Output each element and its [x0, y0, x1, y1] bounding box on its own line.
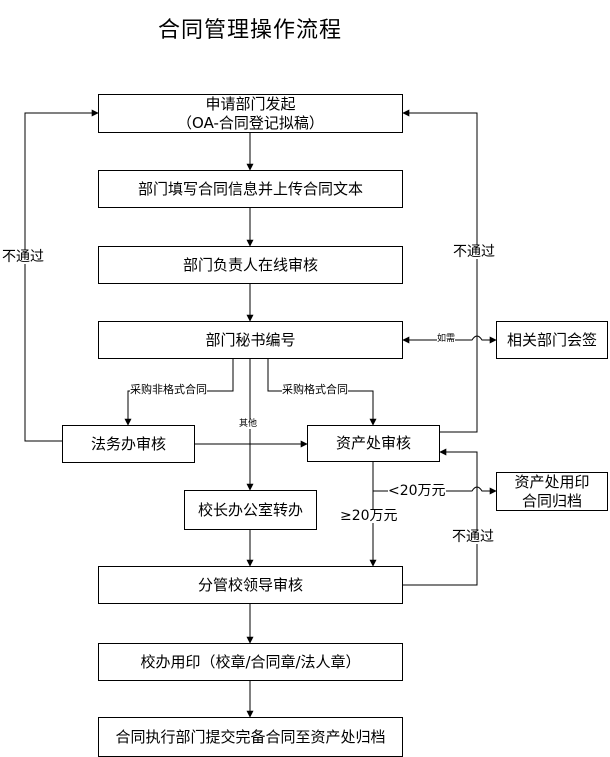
box-apply: 申请部门发起 （OA-合同登记拟稿） [98, 94, 403, 133]
label-less-20: <20万元 [388, 483, 446, 499]
arrow-leader-reject [403, 448, 478, 586]
label-standard: 采购格式合同 [282, 383, 348, 396]
arrow-secretary-related [402, 335, 497, 344]
box-asset-seal: 资产处用印 合同归档 [496, 472, 608, 511]
box-archive: 合同执行部门提交完备合同至资产处归档 [98, 717, 403, 757]
label-not-pass-right-bottom: 不通过 [452, 529, 494, 545]
arrow-asset-to-seal [372, 462, 497, 495]
arrow-legal-reject [24, 109, 99, 442]
label-if-needed: 如需 [437, 334, 456, 344]
label-not-pass-right-top: 不通过 [453, 244, 495, 260]
box-dept-review: 部门负责人在线审核 [98, 246, 403, 284]
box-leader: 分管校领导审核 [98, 566, 403, 604]
box-apply-line2: （OA-合同登记拟稿） [177, 113, 324, 132]
box-president-office: 校长办公室转办 [184, 490, 317, 530]
label-non-standard: 采购非格式合同 [130, 383, 207, 396]
arrow-asset-reject [402, 109, 478, 433]
page-title: 合同管理操作流程 [157, 18, 342, 43]
box-asset: 资产处审核 [307, 425, 440, 462]
label-not-pass-left: 不通过 [2, 249, 44, 265]
box-related: 相关部门会签 [496, 321, 608, 359]
label-other: 其他 [239, 419, 258, 429]
box-secretary: 部门秘书编号 [98, 321, 403, 359]
box-seal: 校办用印（校章/合同章/法人章） [98, 643, 403, 681]
label-ge-20: ≥20万元 [340, 508, 398, 524]
box-legal: 法务办审核 [62, 425, 195, 463]
box-fill: 部门填写合同信息并上传合同文本 [98, 170, 403, 208]
box-apply-line1: 申请部门发起 [205, 94, 296, 113]
